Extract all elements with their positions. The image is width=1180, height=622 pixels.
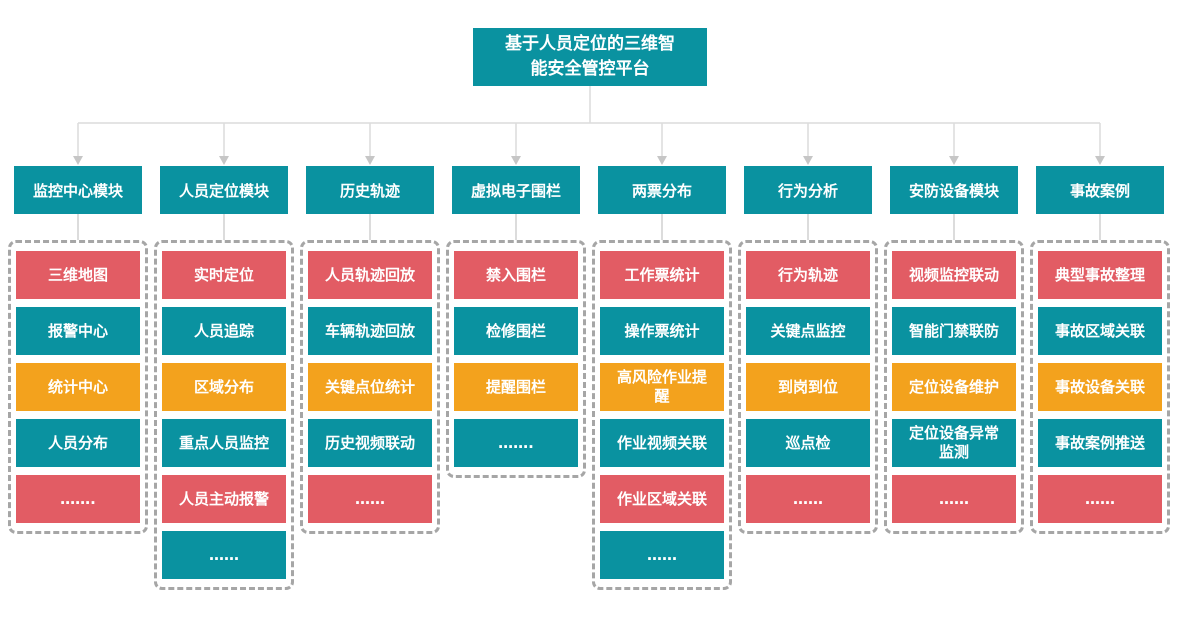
module-items-container: 工作票统计操作票统计高风险作业提 醒作业视频关联作业区域关联 …… [592, 240, 732, 590]
header-container-connector [77, 214, 79, 240]
feature-item: 事故案例推送 [1038, 419, 1162, 467]
columns-row: 监控中心模块三维地图报警中心统计中心人员分布 ……. 人员定位模块实时定位人员追踪区… [8, 166, 1170, 590]
module-items-container: 禁入围栏检修围栏提醒围栏 ……. [446, 240, 586, 478]
header-container-connector [661, 214, 663, 240]
feature-item: 人员分布 [16, 419, 140, 467]
arrow-down-icon [657, 156, 667, 165]
connector-lines [73, 86, 1105, 165]
feature-item: 典型事故整理 [1038, 251, 1162, 299]
module-header: 事故案例 [1036, 166, 1164, 214]
feature-item: …… [892, 475, 1016, 523]
module-items-container: 典型事故整理事故区域关联事故设备关联事故案例推送 …… [1030, 240, 1170, 534]
arrow-down-icon [803, 156, 813, 165]
feature-item: 关键点位统计 [308, 363, 432, 411]
feature-item: 重点人员监控 [162, 419, 286, 467]
module-items-container: 三维地图报警中心统计中心人员分布 ……. [8, 240, 148, 534]
arrow-down-icon [511, 156, 521, 165]
root-title-line2: 能安全管控平台 [530, 59, 650, 79]
feature-item: 三维地图 [16, 251, 140, 299]
feature-item: ……. [454, 419, 578, 467]
header-container-connector [807, 214, 809, 240]
module-header: 虚拟电子围栏 [452, 166, 580, 214]
feature-item: 禁入围栏 [454, 251, 578, 299]
arrow-down-icon [365, 156, 375, 165]
feature-item: 智能门禁联防 [892, 307, 1016, 355]
feature-item: 提醒围栏 [454, 363, 578, 411]
root-title-line1: 基于人员定位的三维智 [505, 34, 675, 55]
module-header: 人员定位模块 [160, 166, 288, 214]
feature-item: …… [1038, 475, 1162, 523]
header-container-connector [223, 214, 225, 240]
module-column-6: 行为分析行为轨迹关键点监控到岗到位巡点检 …… [738, 166, 878, 534]
root-node: 基于人员定位的三维智 能安全管控平台 [473, 28, 707, 86]
feature-item: 事故设备关联 [1038, 363, 1162, 411]
module-column-2: 人员定位模块实时定位人员追踪区域分布重点人员监控人员主动报警 …… [154, 166, 294, 590]
feature-item: 巡点检 [746, 419, 870, 467]
feature-item: 视频监控联动 [892, 251, 1016, 299]
feature-item: 作业区域关联 [600, 475, 724, 523]
feature-item: 关键点监控 [746, 307, 870, 355]
module-items-container: 行为轨迹关键点监控到岗到位巡点检 …… [738, 240, 878, 534]
feature-item: 人员轨迹回放 [308, 251, 432, 299]
arrow-down-icon [949, 156, 959, 165]
module-items-container: 实时定位人员追踪区域分布重点人员监控人员主动报警 …… [154, 240, 294, 590]
module-column-7: 安防设备模块视频监控联动智能门禁联防定位设备维护定位设备异常 监测 …… [884, 166, 1024, 534]
arrow-down-icon [1095, 156, 1105, 165]
header-container-connector [1099, 214, 1101, 240]
feature-item: 事故区域关联 [1038, 307, 1162, 355]
feature-item: 报警中心 [16, 307, 140, 355]
arrow-down-icon [73, 156, 83, 165]
feature-item: 人员追踪 [162, 307, 286, 355]
header-container-connector [515, 214, 517, 240]
module-header: 安防设备模块 [890, 166, 1018, 214]
feature-item: ……. [16, 475, 140, 523]
module-header: 监控中心模块 [14, 166, 142, 214]
module-header: 行为分析 [744, 166, 872, 214]
module-column-1: 监控中心模块三维地图报警中心统计中心人员分布 ……. [8, 166, 148, 534]
feature-item: 操作票统计 [600, 307, 724, 355]
module-column-8: 事故案例典型事故整理事故区域关联事故设备关联事故案例推送 …… [1030, 166, 1170, 534]
module-column-5: 两票分布工作票统计操作票统计高风险作业提 醒作业视频关联作业区域关联 …… [592, 166, 732, 590]
feature-item: 工作票统计 [600, 251, 724, 299]
feature-item: …… [746, 475, 870, 523]
module-column-3: 历史轨迹人员轨迹回放车辆轨迹回放关键点位统计历史视频联动 …… [300, 166, 440, 534]
header-container-connector [369, 214, 371, 240]
feature-item: …… [308, 475, 432, 523]
arrow-down-icon [219, 156, 229, 165]
feature-item: 区域分布 [162, 363, 286, 411]
module-items-container: 视频监控联动智能门禁联防定位设备维护定位设备异常 监测 …… [884, 240, 1024, 534]
feature-item: 到岗到位 [746, 363, 870, 411]
feature-item: …… [600, 531, 724, 579]
feature-item: 定位设备异常 监测 [892, 419, 1016, 467]
feature-item: 车辆轨迹回放 [308, 307, 432, 355]
feature-item: 统计中心 [16, 363, 140, 411]
module-header: 两票分布 [598, 166, 726, 214]
module-header: 历史轨迹 [306, 166, 434, 214]
feature-item: 历史视频联动 [308, 419, 432, 467]
module-items-container: 人员轨迹回放车辆轨迹回放关键点位统计历史视频联动 …… [300, 240, 440, 534]
feature-item: 检修围栏 [454, 307, 578, 355]
header-container-connector [953, 214, 955, 240]
feature-item: 人员主动报警 [162, 475, 286, 523]
feature-item: 高风险作业提 醒 [600, 363, 724, 411]
feature-item: 行为轨迹 [746, 251, 870, 299]
feature-item: …… [162, 531, 286, 579]
feature-item: 实时定位 [162, 251, 286, 299]
module-column-4: 虚拟电子围栏禁入围栏检修围栏提醒围栏 ……. [446, 166, 586, 478]
feature-item: 定位设备维护 [892, 363, 1016, 411]
feature-item: 作业视频关联 [600, 419, 724, 467]
